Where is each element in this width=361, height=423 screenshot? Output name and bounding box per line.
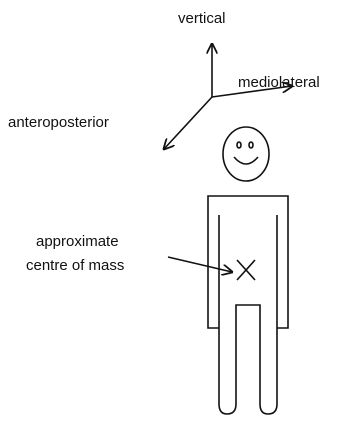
- centre-of-mass-mark: [237, 260, 255, 280]
- axes: [164, 44, 292, 149]
- annotation-leader-line: [168, 257, 232, 272]
- annotation-line-1: approximate: [36, 233, 119, 250]
- human-figure: [168, 127, 288, 414]
- anteroposterior-axis-arrow: [164, 97, 212, 149]
- head-outline: [223, 127, 269, 181]
- smile: [234, 157, 258, 164]
- body-outline: [208, 196, 288, 414]
- annotation-line-2: centre of mass: [26, 257, 124, 274]
- vertical-label: vertical: [178, 10, 226, 27]
- head: [223, 127, 269, 181]
- mediolateral-label: mediolateral: [238, 74, 320, 91]
- left-eye: [237, 142, 241, 148]
- anteroposterior-label: anteroposterior: [8, 114, 109, 131]
- right-eye: [249, 142, 253, 148]
